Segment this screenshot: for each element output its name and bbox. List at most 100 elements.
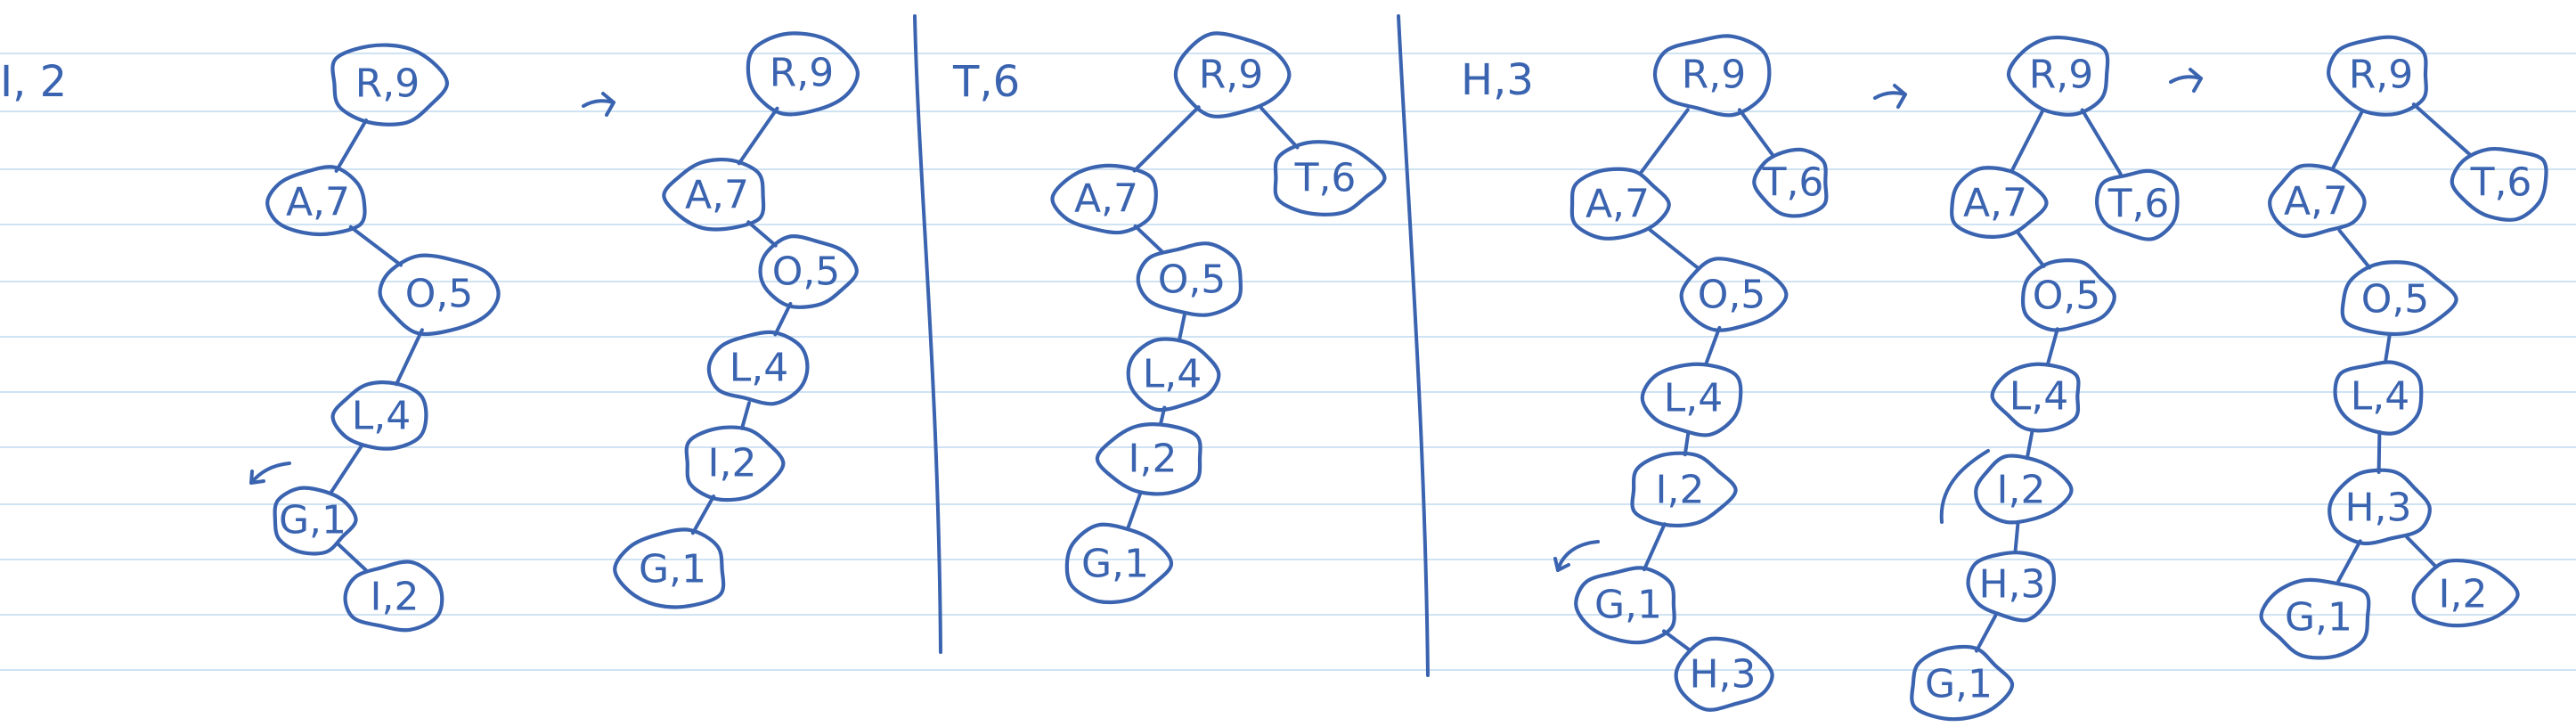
tree-node-o: O,5 (2020, 258, 2116, 332)
tree-node-r: R,9 (2006, 35, 2110, 117)
tree-edges (330, 102, 2474, 653)
transition-arrow (1873, 84, 1907, 109)
node-outline (1095, 422, 1202, 496)
node-label: A,7 (685, 173, 749, 218)
node-label: R,9 (2349, 53, 2414, 98)
step-divider (1397, 14, 1430, 677)
edge-a-o (746, 220, 778, 248)
edge-i-g (690, 494, 716, 535)
node-outline (2340, 260, 2458, 336)
node-label: A,7 (1963, 181, 2027, 226)
tree-node-i: I,2 (1095, 422, 1202, 496)
node-outline (684, 425, 786, 502)
node-label: O,5 (2361, 277, 2430, 323)
node-outline (1574, 566, 1676, 645)
node-label: O,5 (1158, 257, 1227, 303)
tree-node-g: G,1 (1910, 644, 2015, 722)
node-label: O,5 (405, 272, 474, 317)
tree-node-a: A,7 (662, 157, 766, 232)
node-outline (2327, 35, 2428, 117)
node-label: G,1 (2285, 595, 2352, 641)
edge-r-a (737, 106, 779, 166)
node-label: A,7 (1586, 182, 1650, 227)
node-label: A,7 (286, 180, 350, 225)
tree-node-a: A,7 (1569, 167, 1671, 241)
edge-o-l (1177, 313, 1186, 343)
node-outline (613, 527, 726, 609)
node-outline (2268, 163, 2367, 239)
node-label: T,6 (1294, 156, 1357, 201)
edge-o-l (773, 301, 793, 337)
node-outline (330, 380, 428, 451)
node-outline (1679, 257, 1789, 332)
edge-r-a (1132, 105, 1201, 173)
node-outline (2259, 577, 2371, 660)
node-outline (758, 234, 859, 309)
edge-a-o (2016, 231, 2046, 268)
edge-g-h (1662, 629, 1692, 652)
node-label: R,9 (1199, 53, 1264, 98)
tree-node-i: I,2 (2411, 558, 2520, 628)
tree-node-i: I,2 (1630, 451, 1738, 528)
node-label: L,4 (1664, 376, 1724, 421)
tree-node-h: H,3 (2327, 468, 2432, 546)
edge-r-t (1737, 108, 1775, 157)
edge-r-t (1259, 106, 1300, 150)
node-label: A,7 (1074, 176, 1138, 222)
node-outline (706, 330, 810, 406)
tree-node-l: L,4 (330, 380, 428, 451)
node-label: G,1 (1925, 662, 1993, 707)
step-divider (913, 14, 942, 654)
edge-r-a (334, 118, 368, 173)
tree-node-i: I,2 (1974, 453, 2074, 525)
node-outline (1910, 644, 2015, 722)
edge-i-g (1126, 491, 1143, 530)
node-outline (265, 165, 367, 237)
tree-node-o: O,5 (1136, 241, 1243, 317)
tree-node-g: G,1 (613, 527, 726, 609)
step-label: T,6 (952, 57, 1020, 107)
node-outline (330, 43, 449, 127)
transition-arrow (582, 92, 615, 117)
tree-node-o: O,5 (1679, 257, 1789, 332)
rotation-mark (1939, 449, 1990, 524)
tree-node-r: R,9 (746, 31, 860, 117)
step-dividers (913, 14, 1430, 677)
rotation-mark (1553, 540, 1600, 572)
node-outline (1126, 337, 1221, 413)
edge-r-a (2009, 109, 2045, 174)
node-outline (1050, 163, 1158, 235)
tree-node-r: R,9 (1173, 31, 1292, 118)
tree-node-i: I,2 (343, 560, 444, 633)
tree-node-l: L,4 (706, 330, 810, 406)
tree-node-a: A,7 (1950, 166, 2049, 239)
node-label: T,6 (1762, 160, 1824, 206)
node-outline (1064, 522, 1174, 605)
step-labels: I, 2 T,6 H,3 (0, 55, 1534, 107)
tree-node-g: G,1 (1064, 522, 1174, 605)
node-label: L,4 (1143, 352, 1202, 397)
tree-node-l: L,4 (1990, 362, 2081, 433)
node-label: G,1 (639, 547, 706, 592)
node-outline (2333, 360, 2424, 436)
tree-node-r: R,9 (330, 43, 449, 127)
node-outline (1273, 140, 1387, 216)
node-label: I,2 (708, 441, 757, 486)
node-outline (2095, 168, 2180, 241)
node-label: R,9 (2029, 53, 2094, 98)
tree-node-g: G,1 (2259, 577, 2371, 660)
tree-node-t: T,6 (2095, 168, 2180, 241)
node-outline (2411, 558, 2520, 628)
edge-o-l (395, 328, 424, 387)
node-outline (378, 253, 501, 337)
node-outline (1640, 362, 1743, 437)
step-label: I, 2 (0, 57, 67, 107)
tree-node-a: A,7 (1050, 163, 1158, 235)
node-outline (2450, 146, 2548, 222)
edge-g-i (337, 543, 368, 572)
node-outline (1950, 166, 2049, 239)
rotation-mark (249, 462, 291, 485)
step-label: H,3 (1461, 55, 1534, 105)
